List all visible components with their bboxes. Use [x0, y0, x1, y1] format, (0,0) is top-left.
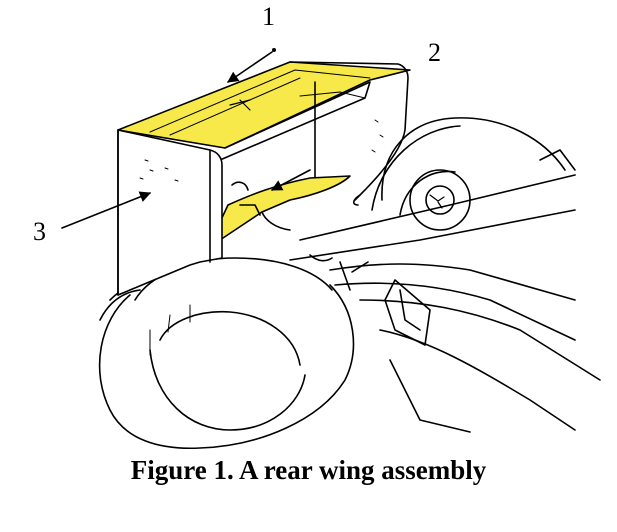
wing-main-plane: [117, 61, 411, 161]
callout-label-3: 3: [33, 217, 46, 246]
rear-wing-illustration: [61, 47, 601, 450]
right-endplate: [289, 61, 409, 206]
car-body: [289, 174, 601, 433]
callout-arrows: [61, 51, 311, 229]
left-endplate: [117, 129, 223, 296]
right-rear-wheel: [371, 117, 576, 231]
figure-caption: Figure 1. A rear wing assembly: [130, 455, 487, 485]
callout-label-2: 2: [428, 38, 441, 67]
left-rear-wheel: [98, 257, 355, 450]
callout-label-1: 1: [262, 2, 275, 31]
callout-1-arrow: [227, 51, 273, 83]
callout-3-arrow: [61, 191, 152, 229]
callout-2-arrow: [271, 169, 311, 191]
